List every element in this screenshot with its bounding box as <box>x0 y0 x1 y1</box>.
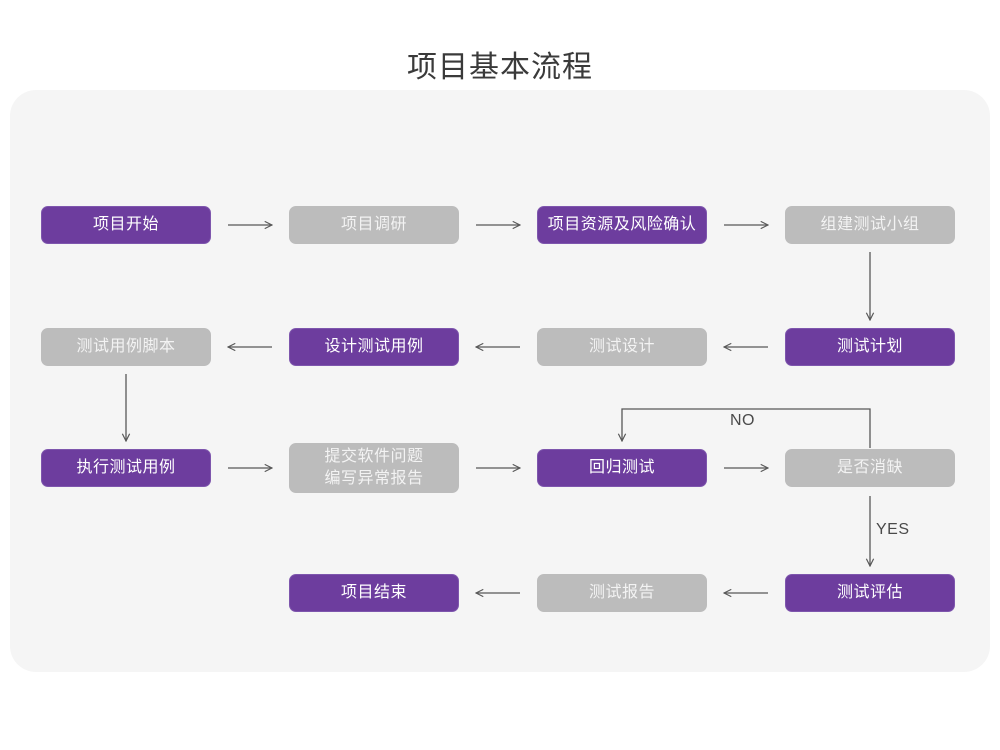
node-regression-test[interactable]: 回归测试 <box>537 449 707 487</box>
edge-label-no: NO <box>730 412 755 429</box>
node-project-research[interactable]: 项目调研 <box>289 206 459 244</box>
node-test-evaluation[interactable]: 测试评估 <box>785 574 955 612</box>
node-defect-cleared-check[interactable]: 是否消缺 <box>785 449 955 487</box>
node-design-test-case[interactable]: 设计测试用例 <box>289 328 459 366</box>
node-resource-risk-confirm[interactable]: 项目资源及风险确认 <box>537 206 707 244</box>
node-test-plan[interactable]: 测试计划 <box>785 328 955 366</box>
node-build-test-team[interactable]: 组建测试小组 <box>785 206 955 244</box>
node-test-report[interactable]: 测试报告 <box>537 574 707 612</box>
page-title: 项目基本流程 <box>407 51 593 84</box>
node-submit-issue-write-report[interactable]: 提交软件问题 编写异常报告 <box>289 443 459 493</box>
node-execute-test-case[interactable]: 执行测试用例 <box>41 449 211 487</box>
node-project-end[interactable]: 项目结束 <box>289 574 459 612</box>
node-test-case-script[interactable]: 测试用例脚本 <box>41 328 211 366</box>
node-test-design[interactable]: 测试设计 <box>537 328 707 366</box>
node-project-start[interactable]: 项目开始 <box>41 206 211 244</box>
edge-label-yes: YES <box>876 521 910 538</box>
